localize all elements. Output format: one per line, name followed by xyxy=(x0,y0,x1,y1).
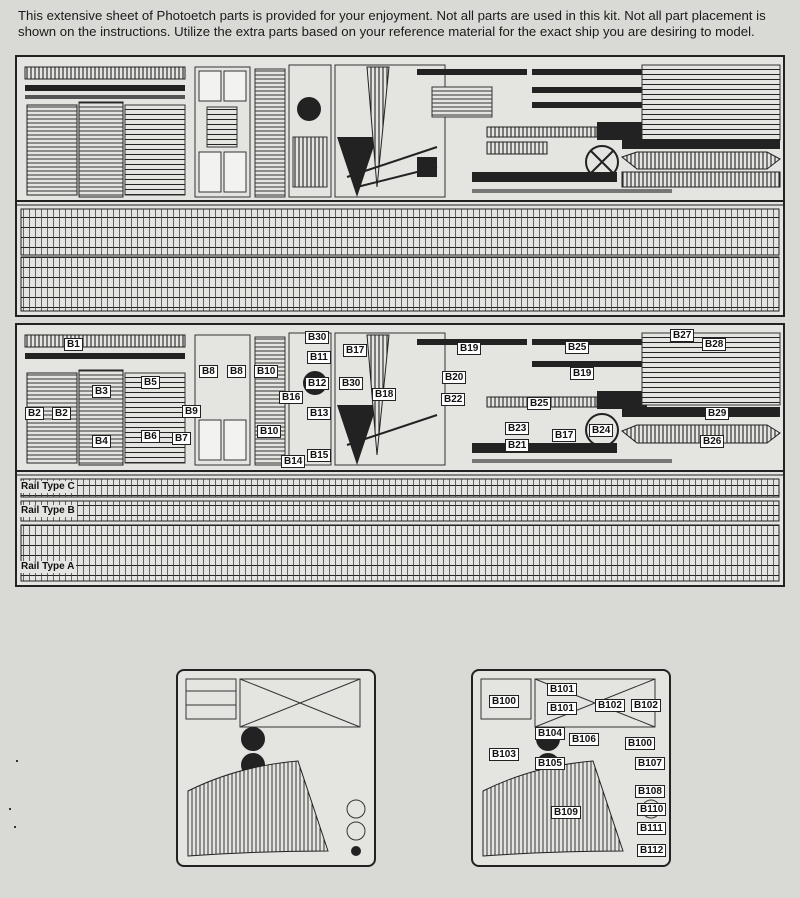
part-label: B26 xyxy=(700,435,725,448)
part-label: B13 xyxy=(307,407,332,420)
photoetch-sheet-unlabeled xyxy=(15,55,785,317)
part-label: B4 xyxy=(92,435,111,448)
part-label: B104 xyxy=(535,727,565,740)
part-label: B22 xyxy=(441,393,466,406)
part-label: B29 xyxy=(705,407,730,420)
small-fret-artwork-left xyxy=(185,678,366,857)
part-label: B17 xyxy=(552,429,577,442)
part-label: B103 xyxy=(489,748,519,761)
part-label: B9 xyxy=(182,405,201,418)
part-label: B100 xyxy=(625,737,655,750)
part-label: B12 xyxy=(305,377,330,390)
part-label: B100 xyxy=(489,695,519,708)
scan-speck xyxy=(9,808,11,810)
part-label: B8 xyxy=(199,365,218,378)
part-label: B20 xyxy=(442,371,467,384)
part-label: B21 xyxy=(505,439,530,452)
part-label: B102 xyxy=(595,699,625,712)
part-label: B23 xyxy=(505,422,530,435)
part-label: B2 xyxy=(25,407,44,420)
part-label: B7 xyxy=(172,432,191,445)
rail-type-c-label: Rail Type C xyxy=(19,481,77,493)
part-label: B24 xyxy=(589,424,614,437)
part-label: B108 xyxy=(635,785,665,798)
part-label: B101 xyxy=(547,683,577,696)
part-label: B101 xyxy=(547,702,577,715)
rail-type-b-label: Rail Type B xyxy=(19,505,77,517)
part-label: B1 xyxy=(64,338,83,351)
part-label: B6 xyxy=(141,430,160,443)
part-label: B3 xyxy=(92,385,111,398)
fret-artwork-bottom xyxy=(17,332,783,582)
part-label: B16 xyxy=(279,391,304,404)
part-label: B110 xyxy=(637,803,667,816)
part-label: B105 xyxy=(535,757,565,770)
small-fret-unlabeled xyxy=(176,669,376,867)
part-label: B10 xyxy=(254,365,279,378)
scan-speck xyxy=(16,760,18,762)
part-label: B19 xyxy=(570,367,595,380)
part-label: B107 xyxy=(635,757,665,770)
part-label: B106 xyxy=(569,733,599,746)
part-label: B18 xyxy=(372,388,397,401)
part-label: B30 xyxy=(339,377,364,390)
part-label: B30 xyxy=(305,331,330,344)
part-label: B102 xyxy=(631,699,661,712)
rail-type-a-label: Rail Type A xyxy=(19,561,77,573)
photoetch-sheet-labeled: B1 B2 B2 B3 B4 B5 B6 B7 B8 B8 B9 B10 B10… xyxy=(15,323,785,587)
part-label: B25 xyxy=(565,341,590,354)
part-label: B111 xyxy=(637,822,666,835)
part-label: B25 xyxy=(527,397,552,410)
part-label: B11 xyxy=(307,351,331,364)
part-label: B15 xyxy=(307,449,332,462)
intro-text: This extensive sheet of Photoetch parts … xyxy=(18,8,766,39)
part-label: B112 xyxy=(637,844,667,857)
part-label: B10 xyxy=(257,425,282,438)
part-label: B27 xyxy=(670,329,695,342)
part-label: B5 xyxy=(141,376,160,389)
part-label: B14 xyxy=(281,455,306,468)
small-fret-labeled: B100 B100 B101 B101 B102 B102 B103 B104 … xyxy=(471,669,671,867)
part-label: B19 xyxy=(457,342,482,355)
scan-speck xyxy=(14,826,16,828)
part-label: B8 xyxy=(227,365,246,378)
part-label: B2 xyxy=(52,407,71,420)
part-label: B28 xyxy=(702,338,727,351)
part-label: B109 xyxy=(551,806,581,819)
fret-artwork-top xyxy=(17,64,783,312)
part-label: B17 xyxy=(343,344,368,357)
